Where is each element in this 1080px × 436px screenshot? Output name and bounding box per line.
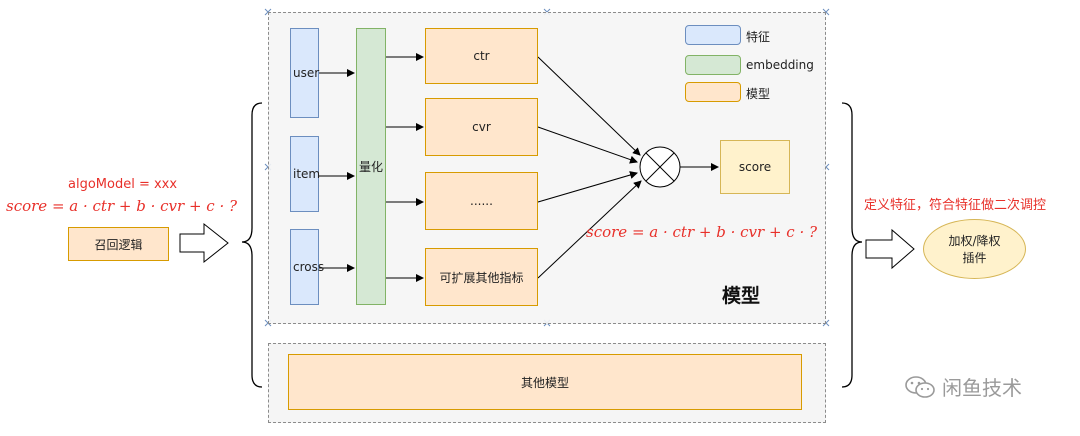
score-label: score (738, 160, 772, 174)
metric-box-extensible: 可扩展其他指标 (425, 248, 538, 306)
legend-label-feature: 特征 (746, 30, 771, 44)
legend-swatch-model (685, 82, 741, 102)
right-brace (841, 102, 863, 388)
block-arrow-left (179, 222, 229, 264)
legend-swatch-feature (685, 25, 741, 45)
other-model-box: 其他模型 (288, 354, 802, 410)
wechat-icon (905, 375, 935, 398)
metric-label-ctr: ctr (473, 49, 490, 63)
metric-box-cvr: cvr (425, 98, 538, 156)
watermark-text: 闲鱼技术 (942, 376, 1022, 400)
model-panel-title: 模型 (722, 285, 761, 307)
model-score-formula: score = a · ctr + b · cvr + c · ? (586, 223, 818, 241)
right-caption: 定义特征，符合特征做二次调控 (864, 198, 1047, 213)
score-box: score (720, 140, 790, 194)
feature-box-cross: cross (290, 229, 324, 305)
feature-label-item: item (293, 167, 321, 181)
plugin-label-line1: 加权/降权 (948, 234, 1001, 248)
plugin-label-line2: 插件 (962, 251, 987, 265)
feature-label-user: user (293, 66, 320, 80)
metric-box-more: ...... (425, 172, 538, 230)
block-arrow-right (865, 228, 915, 270)
left-brace (241, 102, 263, 388)
legend-swatch-embedding (685, 55, 741, 75)
plugin-ellipse: 加权/降权 插件 (923, 219, 1026, 279)
metric-label-cvr: cvr (472, 120, 491, 134)
recall-logic-label: 召回逻辑 (94, 237, 143, 252)
quantize-box: 量化 (356, 28, 386, 305)
metric-label-more: ...... (470, 194, 493, 208)
feature-label-cross: cross (293, 260, 325, 274)
other-model-label: 其他模型 (520, 375, 569, 390)
metric-box-ctr: ctr (425, 28, 538, 84)
feature-box-item: item (290, 136, 321, 212)
quantize-label: 量化 (358, 160, 383, 174)
recall-logic-box: 召回逻辑 (68, 227, 169, 261)
legend-label-model: 模型 (746, 87, 771, 101)
algo-model-text: algoModel = xxx (68, 177, 178, 192)
metric-label-extensible: 可扩展其他指标 (439, 270, 524, 285)
legend-label-embedding: embedding (746, 58, 814, 72)
watermark: 闲鱼技术 (904, 372, 1022, 401)
feature-box-user: user (290, 28, 319, 118)
left-score-formula: score = a · ctr + b · cvr + c · ? (6, 197, 238, 215)
